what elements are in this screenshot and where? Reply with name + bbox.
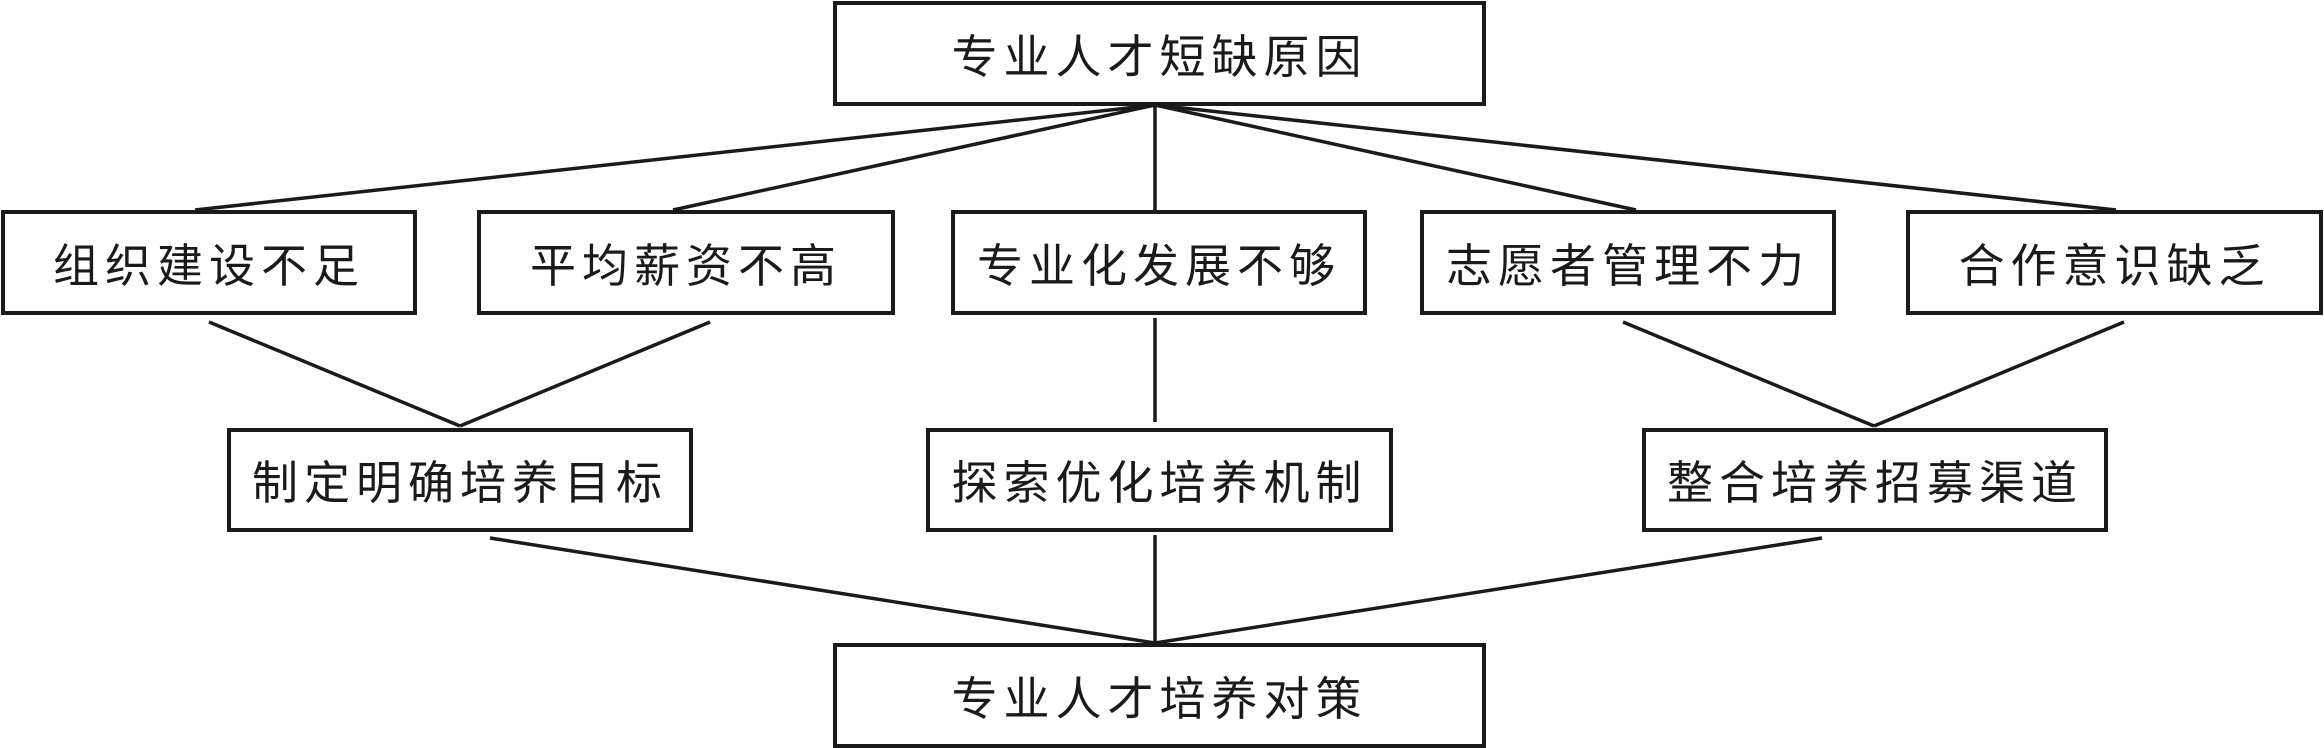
edge-root-c1 [194, 103, 1156, 212]
edge-m3-result [1154, 536, 1823, 645]
measure-node-mechanism: 探索优化培养机制 [926, 428, 1393, 532]
node-label: 制定明确培养目标 [252, 456, 668, 510]
node-label: 专业化发展不够 [977, 238, 1341, 293]
edge-m1-result [489, 536, 1156, 645]
edge-root-c5 [1154, 103, 2117, 212]
edge-root-c2 [672, 103, 1156, 212]
node-label: 探索优化培养机制 [951, 456, 1368, 510]
measure-node-goals: 制定明确培养目标 [227, 428, 693, 532]
root-node-shortage-causes: 专业人才短缺原因 [833, 1, 1486, 106]
node-label: 专业人才培养对策 [951, 671, 1368, 726]
cause-node-salary: 平均薪资不高 [477, 210, 895, 315]
node-label: 专业人才短缺原因 [951, 29, 1368, 84]
edge-root-c4 [1154, 103, 1637, 212]
cause-node-cooperation: 合作意识缺乏 [1906, 210, 2323, 315]
edge-c2-m1 [459, 320, 711, 428]
node-label: 组织建设不足 [53, 238, 365, 293]
edge-c5-m3 [1873, 320, 2125, 428]
cause-node-professionalization: 专业化发展不够 [951, 210, 1367, 315]
cause-node-volunteer-management: 志愿者管理不力 [1420, 210, 1836, 315]
node-label: 整合培养招募渠道 [1667, 456, 2083, 510]
result-node-training-strategy: 专业人才培养对策 [833, 643, 1486, 748]
measure-node-channels: 整合培养招募渠道 [1642, 428, 2108, 532]
node-label: 平均薪资不高 [530, 238, 842, 293]
edge-c1-m1 [208, 320, 461, 428]
node-label: 志愿者管理不力 [1446, 238, 1810, 293]
cause-node-organization: 组织建设不足 [1, 210, 417, 315]
edge-c4-m3 [1622, 320, 1875, 428]
node-label: 合作意识缺乏 [1958, 238, 2271, 293]
